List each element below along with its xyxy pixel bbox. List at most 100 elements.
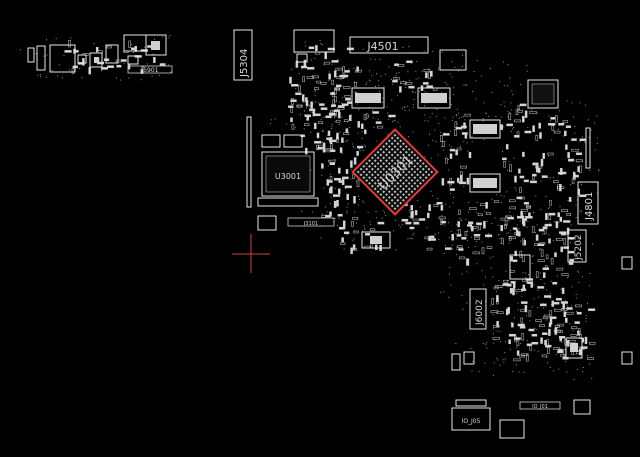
label-j4801: J4801 <box>584 192 595 221</box>
via <box>101 70 103 72</box>
label-j5304: J5304 <box>239 49 250 78</box>
via <box>448 169 450 171</box>
passive-part <box>519 250 523 258</box>
via <box>407 238 409 240</box>
passive-part <box>503 161 506 168</box>
via <box>566 371 568 373</box>
passive-part <box>320 107 328 110</box>
passive-part <box>520 209 528 212</box>
passive-part <box>544 340 547 346</box>
component-j5202[interactable]: J5202 <box>567 229 633 365</box>
via <box>456 108 458 110</box>
passive-part <box>95 46 99 52</box>
via <box>423 50 425 52</box>
via <box>409 211 411 213</box>
component-io-j01[interactable]: IO_J01 <box>519 399 591 415</box>
passive-part <box>342 176 349 180</box>
via <box>549 222 551 224</box>
passive-part <box>331 104 336 107</box>
passive-part <box>306 115 310 121</box>
via <box>536 328 538 330</box>
passive-part <box>330 110 333 117</box>
via <box>585 315 587 316</box>
via <box>321 122 323 124</box>
via <box>341 102 343 104</box>
via <box>550 177 551 179</box>
via <box>426 227 428 229</box>
passive-part <box>556 238 563 241</box>
via <box>494 339 496 341</box>
via <box>438 239 440 240</box>
component-j4501[interactable]: J4501 <box>293 29 467 71</box>
component-group-j5901[interactable]: J5901 <box>27 34 173 74</box>
via <box>432 50 434 52</box>
passive-part <box>413 222 420 225</box>
via <box>395 219 396 221</box>
passive-part <box>339 147 343 153</box>
passive-part <box>511 322 514 328</box>
via <box>518 371 520 373</box>
via <box>449 73 451 75</box>
via <box>369 70 371 72</box>
passive-part <box>327 130 331 136</box>
passive-part <box>563 246 570 249</box>
via <box>364 228 366 230</box>
via <box>503 101 505 103</box>
via <box>403 106 405 108</box>
bga-ball <box>365 173 369 177</box>
via <box>169 35 171 36</box>
component-u0301[interactable]: U0301 <box>351 128 439 216</box>
via <box>398 224 400 226</box>
component-j3101[interactable]: J3101 <box>257 215 335 231</box>
component-j5304[interactable]: J5304 <box>233 29 253 81</box>
via <box>438 123 440 124</box>
via <box>503 240 504 242</box>
via <box>498 234 500 236</box>
via <box>349 126 351 128</box>
component-io-j05[interactable]: IO_J05 <box>451 399 525 439</box>
bga-ball <box>393 184 397 188</box>
via <box>550 120 552 122</box>
via <box>368 79 370 81</box>
via <box>525 277 527 278</box>
passive-part <box>353 230 359 234</box>
via <box>471 370 473 372</box>
passive-part <box>445 247 452 250</box>
via <box>363 202 365 204</box>
via <box>485 113 487 114</box>
via <box>399 126 401 128</box>
component-u3001[interactable]: U3001 <box>257 134 319 207</box>
passive-part <box>308 46 315 50</box>
passive-part <box>290 117 293 123</box>
via <box>362 230 364 232</box>
passive-part <box>516 350 520 356</box>
via <box>405 87 407 88</box>
via <box>453 196 455 198</box>
via <box>330 173 332 175</box>
passive-part <box>329 162 336 165</box>
via <box>535 232 536 233</box>
passive-part <box>509 287 513 294</box>
via <box>521 295 523 297</box>
via <box>300 114 301 116</box>
via <box>453 87 454 89</box>
component-j6002[interactable]: J6002 <box>469 254 583 359</box>
via <box>467 150 469 152</box>
passive-part <box>587 357 594 360</box>
via <box>571 286 573 288</box>
component-j4801[interactable]: J4801 <box>577 127 599 225</box>
via <box>378 91 380 92</box>
via <box>574 125 576 127</box>
passive-part <box>553 130 561 134</box>
via <box>473 71 475 72</box>
passive-part <box>518 168 521 174</box>
via <box>588 119 590 121</box>
via <box>333 110 334 112</box>
via <box>434 233 436 235</box>
via <box>321 44 323 45</box>
passive-part <box>425 72 428 79</box>
passive-part <box>508 236 512 241</box>
via <box>549 366 551 368</box>
